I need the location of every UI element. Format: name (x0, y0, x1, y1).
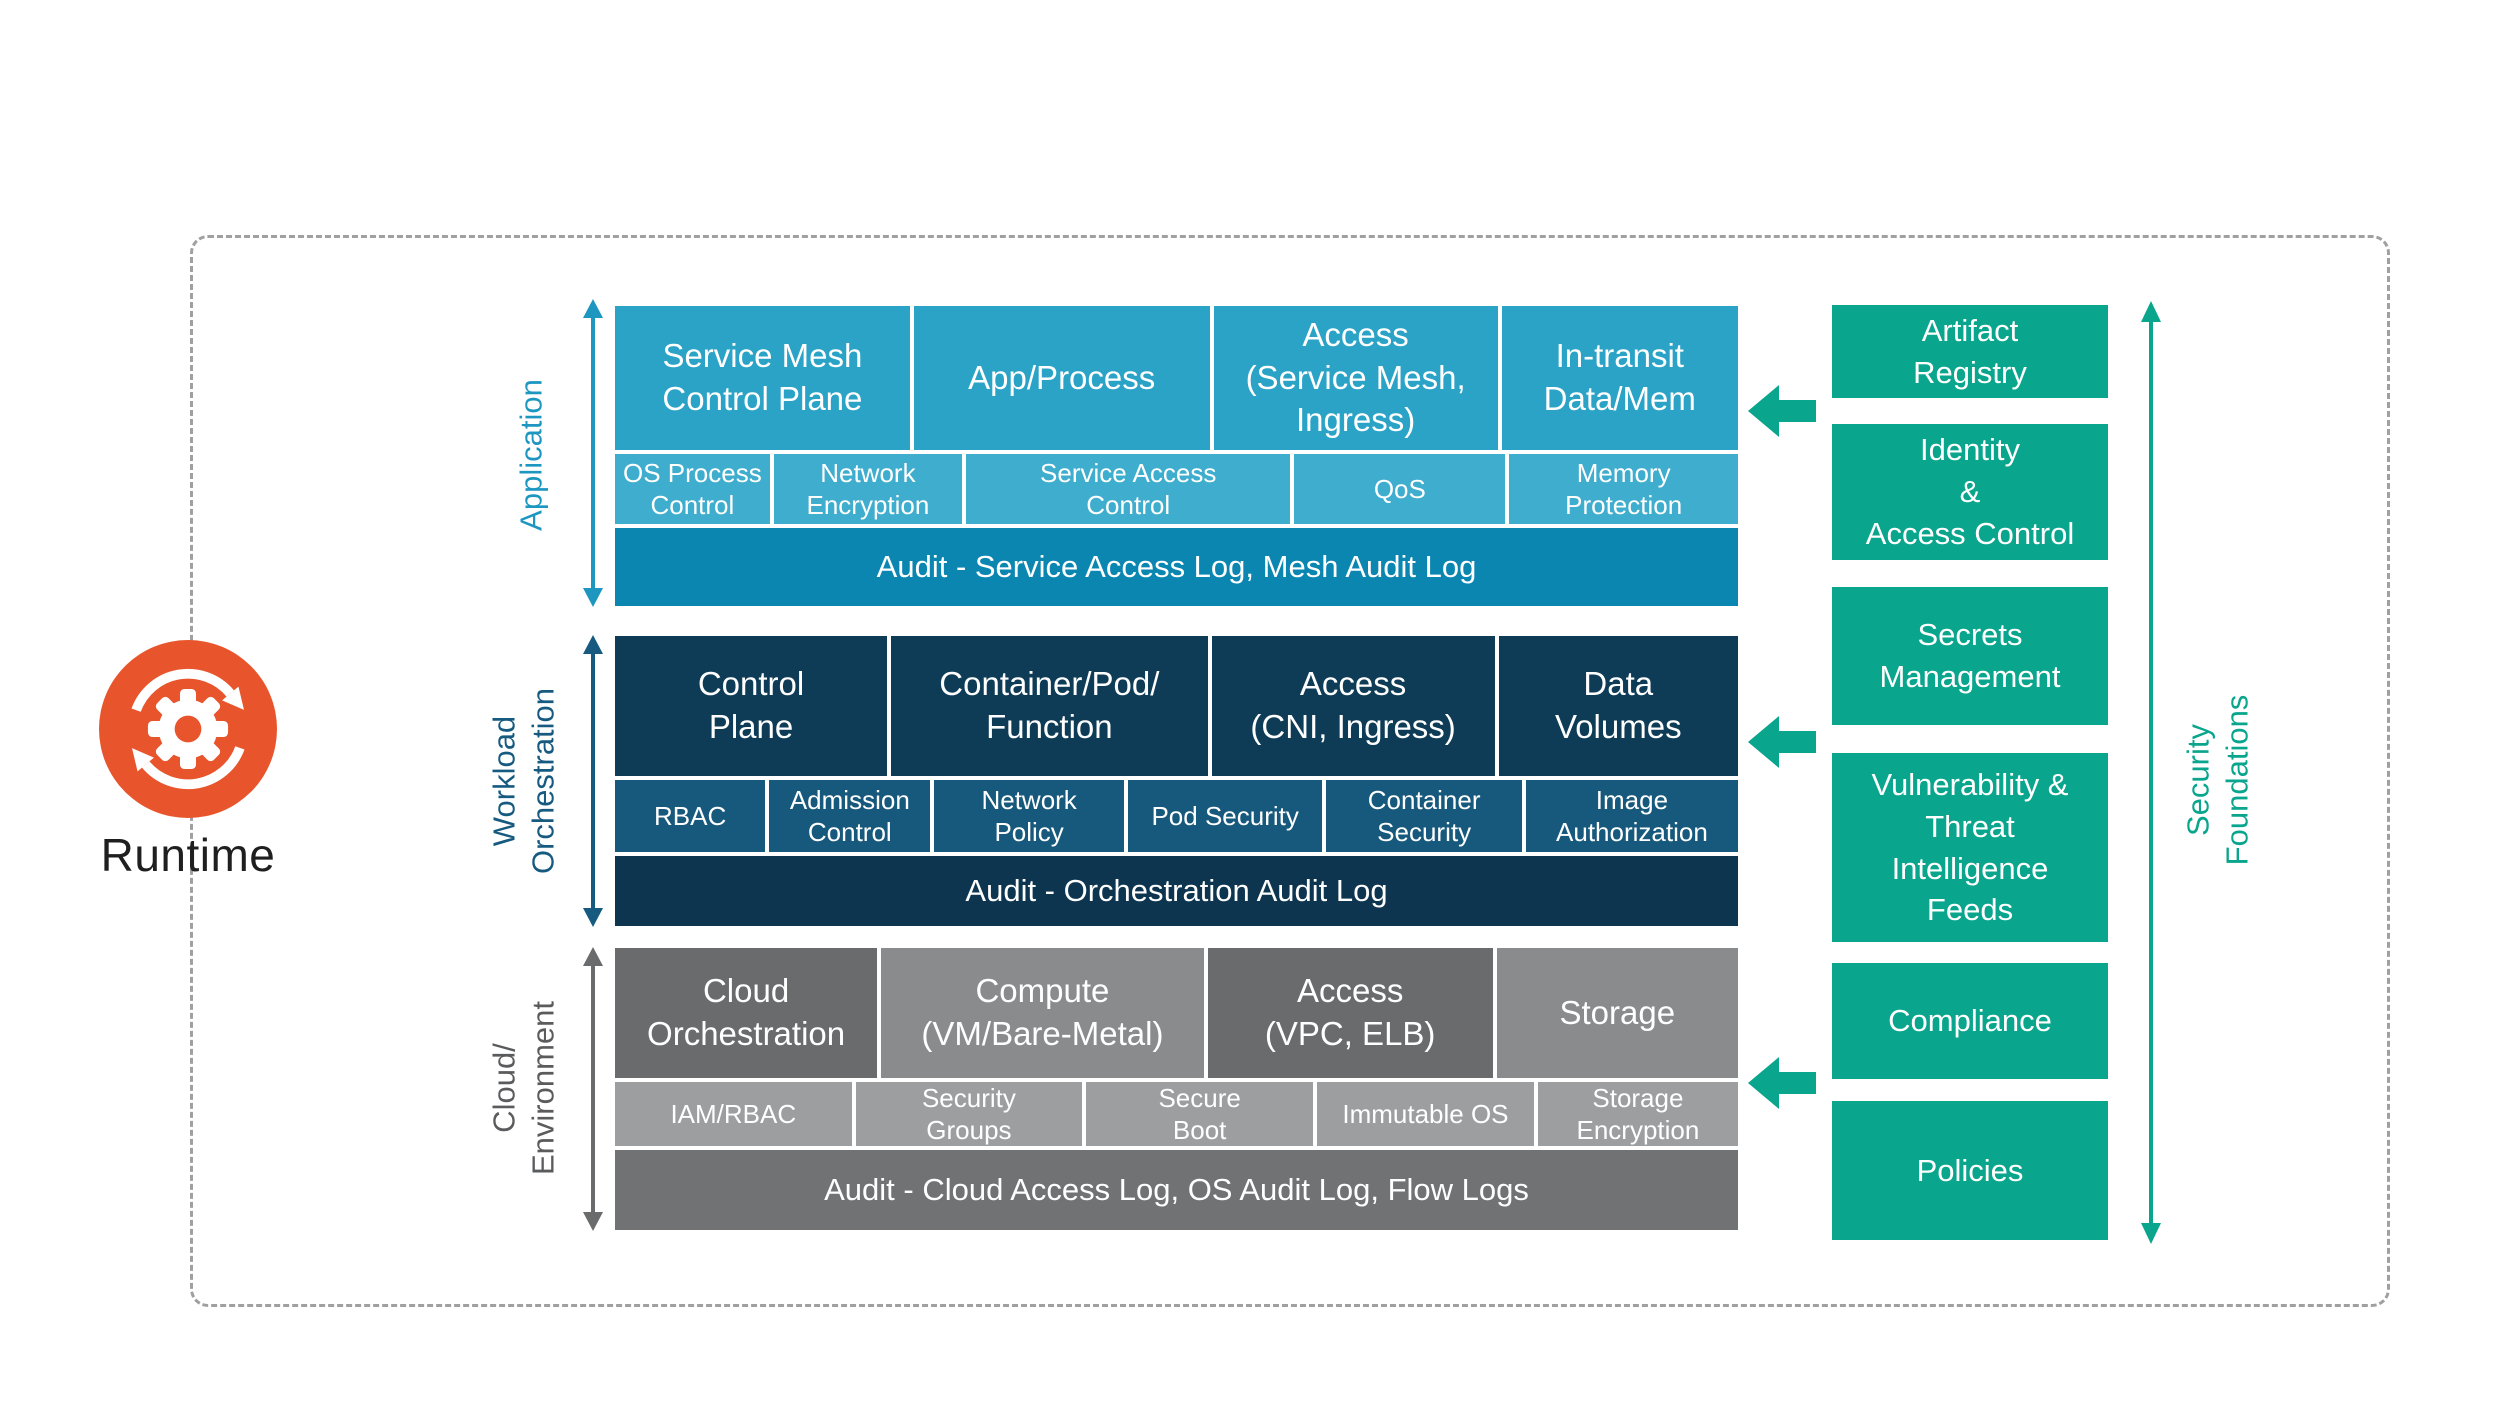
sync-arrows-icon (131, 668, 245, 790)
control-box: QoS (1294, 454, 1506, 524)
control-box: Image Authorization (1525, 780, 1738, 852)
foundation-box: Identity & Access Control (1832, 424, 2108, 560)
control-box: Secure Boot (1086, 1082, 1314, 1146)
control-box: Network Policy (934, 780, 1124, 852)
flow-arrow-workload-icon (1748, 716, 1816, 768)
audit-bar: Audit - Service Access Log, Mesh Audit L… (615, 528, 1738, 606)
application-layer: Service Mesh Control Plane App/Process A… (615, 306, 1739, 606)
audit-bar: Audit - Cloud Access Log, OS Audit Log, … (615, 1150, 1738, 1230)
runtime-label: Runtime (100, 829, 276, 881)
control-box: Storage Encryption (1537, 1082, 1738, 1146)
control-box: Immutable OS (1317, 1082, 1534, 1146)
control-box: Admission Control (769, 780, 931, 852)
foundation-box: Secrets Management (1832, 587, 2108, 725)
component-box: Access (Service Mesh, Ingress) (1213, 306, 1498, 450)
control-box: RBAC (615, 780, 766, 852)
security-foundations-column: Artifact Registry Identity & Access Cont… (1832, 305, 2108, 1240)
foundation-box: Artifact Registry (1832, 305, 2108, 398)
workload-extent-arrow-icon (583, 635, 603, 927)
component-box: Service Mesh Control Plane (615, 306, 910, 450)
foundation-box: Vulnerability & Threat Intelligence Feed… (1832, 753, 2108, 942)
control-box: Memory Protection (1509, 454, 1738, 524)
application-extent-arrow-icon (583, 299, 603, 607)
control-box: IAM/RBAC (615, 1082, 852, 1146)
runtime-sync-gear-icon (99, 640, 277, 818)
component-box: In-transit Data/Mem (1501, 306, 1739, 450)
control-box: OS Process Control (615, 454, 770, 524)
control-box: Network Encryption (773, 454, 963, 524)
component-box: Access (CNI, Ingress) (1211, 636, 1495, 776)
component-box: App/Process (913, 306, 1210, 450)
runtime-group: Runtime (85, 640, 291, 882)
control-box: Pod Security (1127, 780, 1323, 852)
component-box: Container/Pod/ Function (891, 636, 1208, 776)
component-box: Data Volumes (1498, 636, 1738, 776)
foundation-box: Policies (1832, 1101, 2108, 1240)
component-box: Access (VPC, ELB) (1207, 948, 1493, 1078)
control-box: Service Access Control (966, 454, 1291, 524)
foundation-box: Compliance (1832, 963, 2108, 1079)
application-layer-label: Application (513, 379, 549, 531)
cloud-extent-arrow-icon (583, 947, 603, 1231)
control-box: Container Security (1326, 780, 1522, 852)
gear-hole (174, 715, 202, 743)
component-box: Cloud Orchestration (615, 948, 878, 1078)
workload-orchestration-layer-label: Workload Orchestration (486, 687, 560, 875)
cloud-environment-layer: Cloud Orchestration Compute (VM/Bare-Met… (615, 948, 1738, 1230)
component-box: Control Plane (615, 636, 888, 776)
cloud-environment-layer-label: Cloud/ Environment (486, 1000, 560, 1176)
security-foundations-extent-arrow-icon (2141, 301, 2161, 1244)
flow-arrow-cloud-icon (1748, 1057, 1816, 1109)
flow-arrow-application-icon (1748, 385, 1816, 437)
component-box: Compute (VM/Bare-Metal) (881, 948, 1204, 1078)
audit-bar: Audit - Orchestration Audit Log (615, 856, 1738, 926)
control-box: Security Groups (855, 1082, 1083, 1146)
sync-arrowheads (131, 686, 245, 772)
workload-orchestration-layer: Control Plane Container/Pod/ Function Ac… (615, 636, 1738, 926)
component-box: Storage (1496, 948, 1738, 1078)
security-foundations-label: Security Foundations (2180, 694, 2254, 866)
